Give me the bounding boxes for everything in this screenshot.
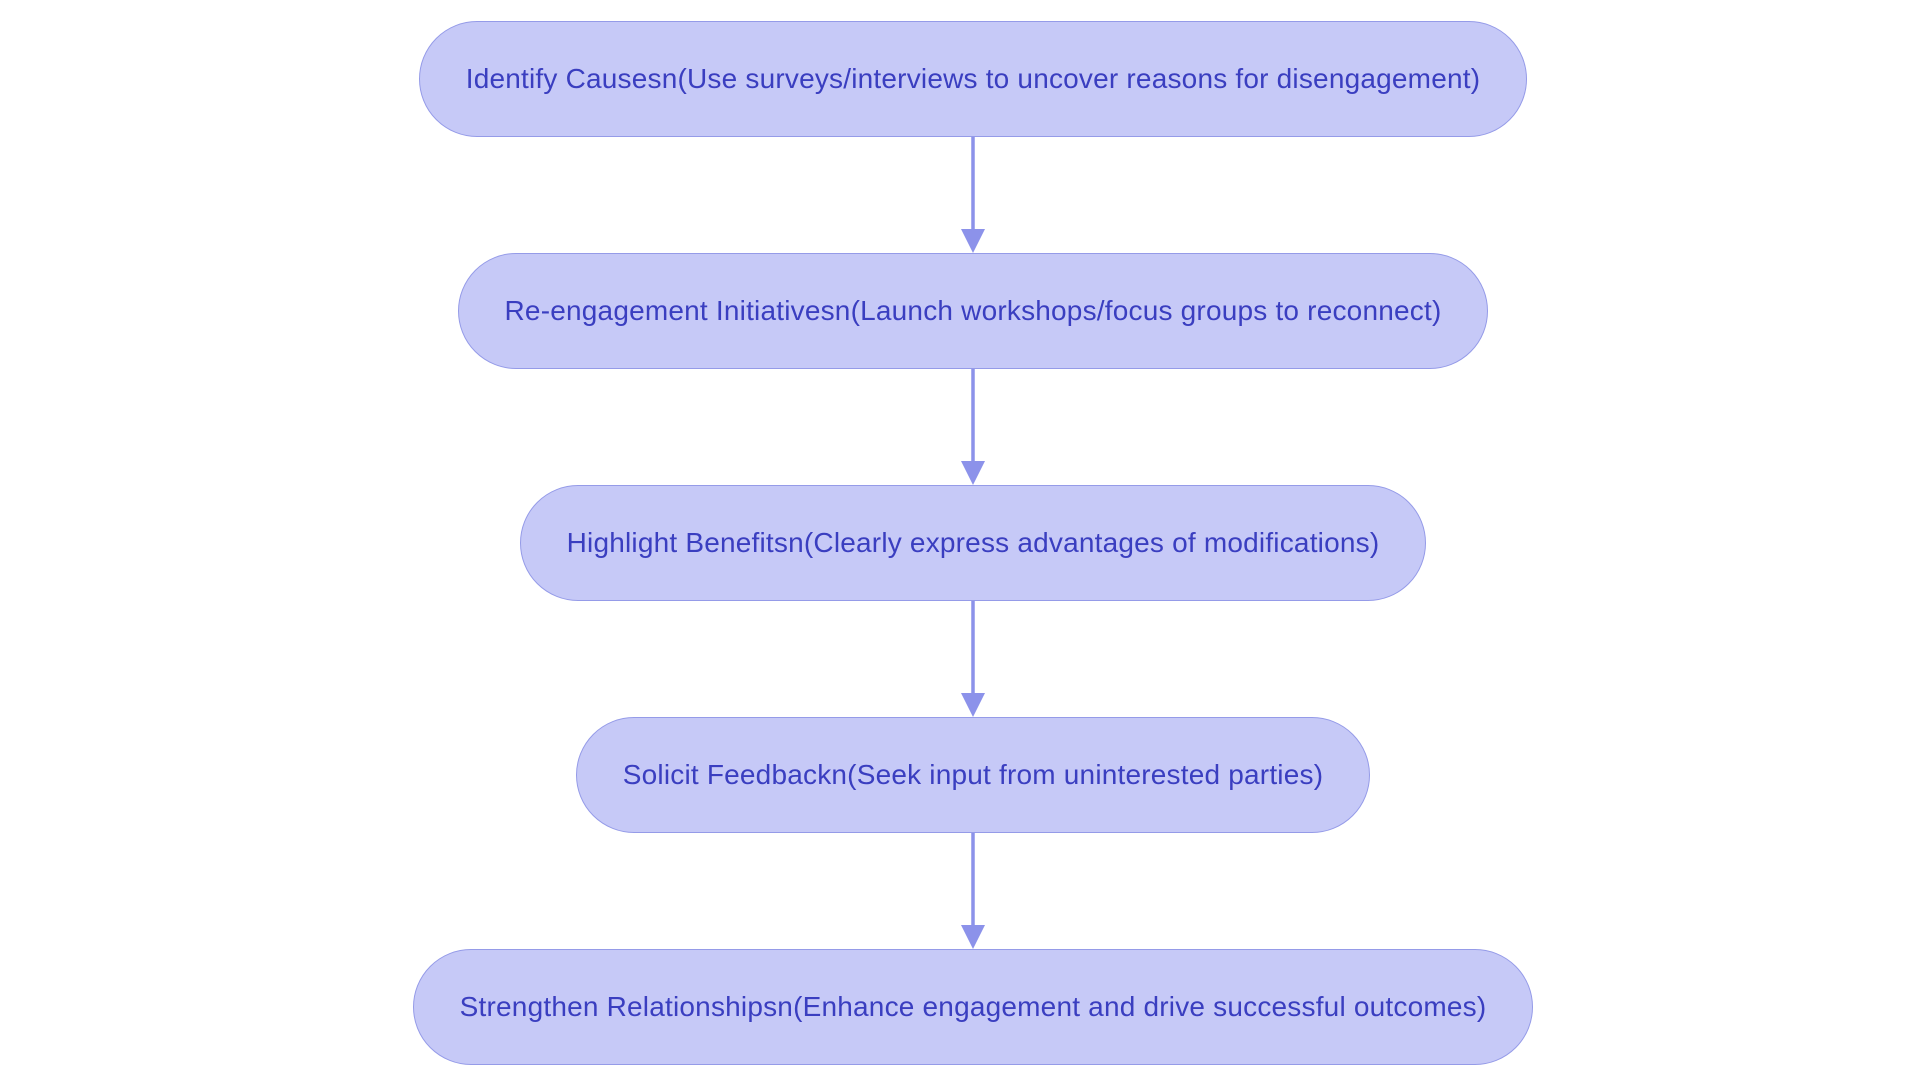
flow-node-solicit-feedback: Solicit Feedbackn(Seek input from uninte… xyxy=(575,717,1371,833)
flow-arrow-down-1 xyxy=(961,137,985,253)
flow-node-highlight-benefits: Highlight Benefitsn(Clearly express adva… xyxy=(519,485,1427,601)
flow-node-label: Re-engagement Initiativesn(Launch worksh… xyxy=(504,295,1442,326)
flow-node-strengthen-relationships: Strengthen Relationshipsn(Enhance engage… xyxy=(412,949,1534,1065)
flow-node-label: Solicit Feedbackn(Seek input from uninte… xyxy=(622,759,1324,790)
flow-node-re-engagement-initiatives: Re-engagement Initiativesn(Launch worksh… xyxy=(457,253,1489,369)
flow-node-label: Strengthen Relationshipsn(Enhance engage… xyxy=(459,991,1487,1022)
flow-node-label: Identify Causesn(Use surveys/interviews … xyxy=(465,63,1481,94)
flow-node-identify-causes: Identify Causesn(Use surveys/interviews … xyxy=(418,21,1528,137)
flowchart-column: Identify Causesn(Use surveys/interviews … xyxy=(13,0,1920,1065)
flow-arrow-down-2 xyxy=(961,369,985,485)
flow-node-label: Highlight Benefitsn(Clearly express adva… xyxy=(566,527,1380,558)
flow-arrow-down-3 xyxy=(961,601,985,717)
flow-arrow-down-4 xyxy=(961,833,985,949)
